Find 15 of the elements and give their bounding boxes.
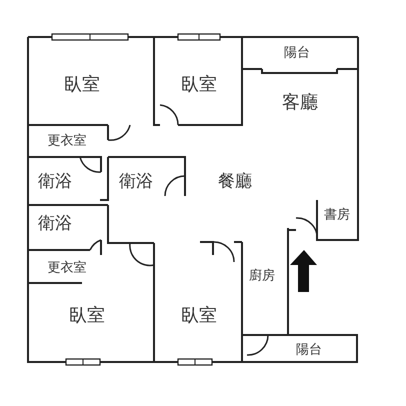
room-label: 客廳 [282, 94, 318, 112]
room-label: 更衣室 [48, 134, 86, 148]
room-label: 臥室 [181, 76, 217, 94]
room-label: 陽台 [284, 46, 310, 60]
room-label: 廚房 [249, 270, 275, 282]
room-label: 臥室 [69, 307, 105, 325]
room-label: 臥室 [64, 76, 100, 94]
room-label: 餐廳 [218, 174, 252, 190]
room-label: 衛浴 [38, 216, 72, 232]
room-label: 衛浴 [119, 174, 153, 190]
room-label: 更衣室 [48, 262, 86, 274]
room-label: 書房 [324, 208, 350, 222]
room-label: 臥室 [181, 307, 217, 325]
room-label: 陽台 [296, 344, 322, 356]
room-label: 衛浴 [38, 174, 72, 190]
